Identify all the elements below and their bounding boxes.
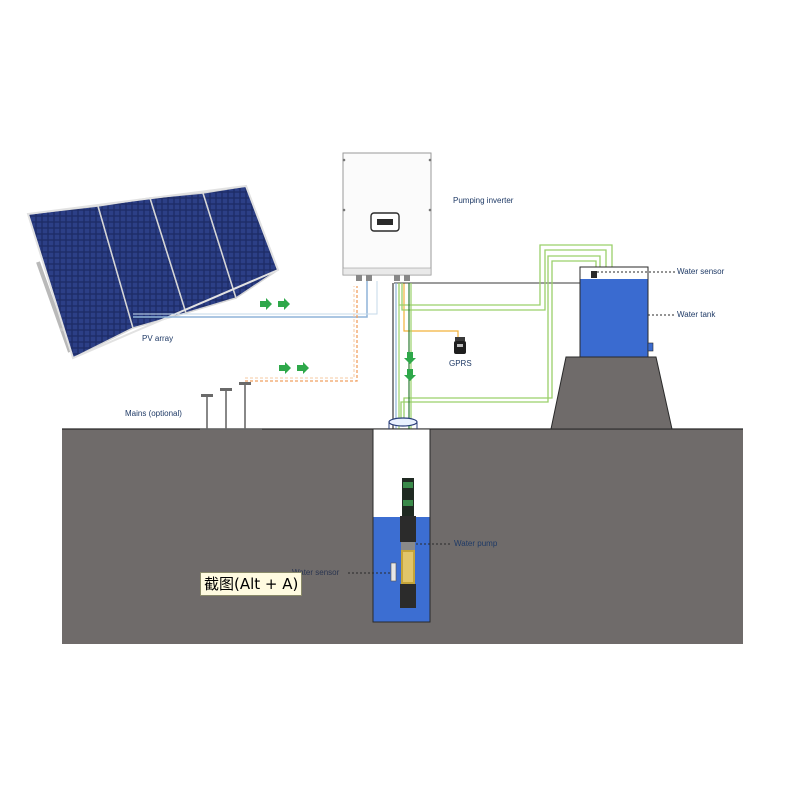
dc-cable: [133, 281, 368, 318]
water-pump: [400, 478, 416, 608]
mains-poles: [200, 382, 262, 430]
gprs-device: [454, 337, 466, 354]
ac-cable: [245, 286, 358, 382]
label-water-pump: Water pump: [454, 539, 498, 548]
label-water-tank: Water tank: [677, 310, 716, 319]
label-pv-array: PV array: [142, 334, 174, 343]
well-water-sensor: [390, 562, 397, 582]
label-mains: Mains (optional): [125, 409, 182, 418]
tank-water: [580, 279, 648, 357]
label-gprs: GPRS: [449, 359, 472, 368]
well-cap: [388, 417, 418, 427]
tank-water-sensor: [591, 271, 597, 278]
leader-lines: [348, 271, 675, 574]
water-tank: [550, 266, 673, 430]
flow-arrow-icon: [260, 298, 416, 381]
gprs-cable: [403, 283, 459, 337]
tank-sensor-cables: [398, 244, 613, 420]
pumping-inverter: [342, 152, 432, 281]
label-water-sensor-well: Water sensor: [292, 568, 340, 577]
tank-base: [550, 356, 673, 430]
pv-array: [26, 184, 280, 360]
label-water-sensor-tank: Water sensor: [677, 267, 725, 276]
label-pumping-inverter: Pumping inverter: [453, 196, 514, 205]
sensor-signal-cable: [394, 275, 595, 284]
screenshot-tooltip: 截图(Alt + A): [200, 572, 303, 596]
